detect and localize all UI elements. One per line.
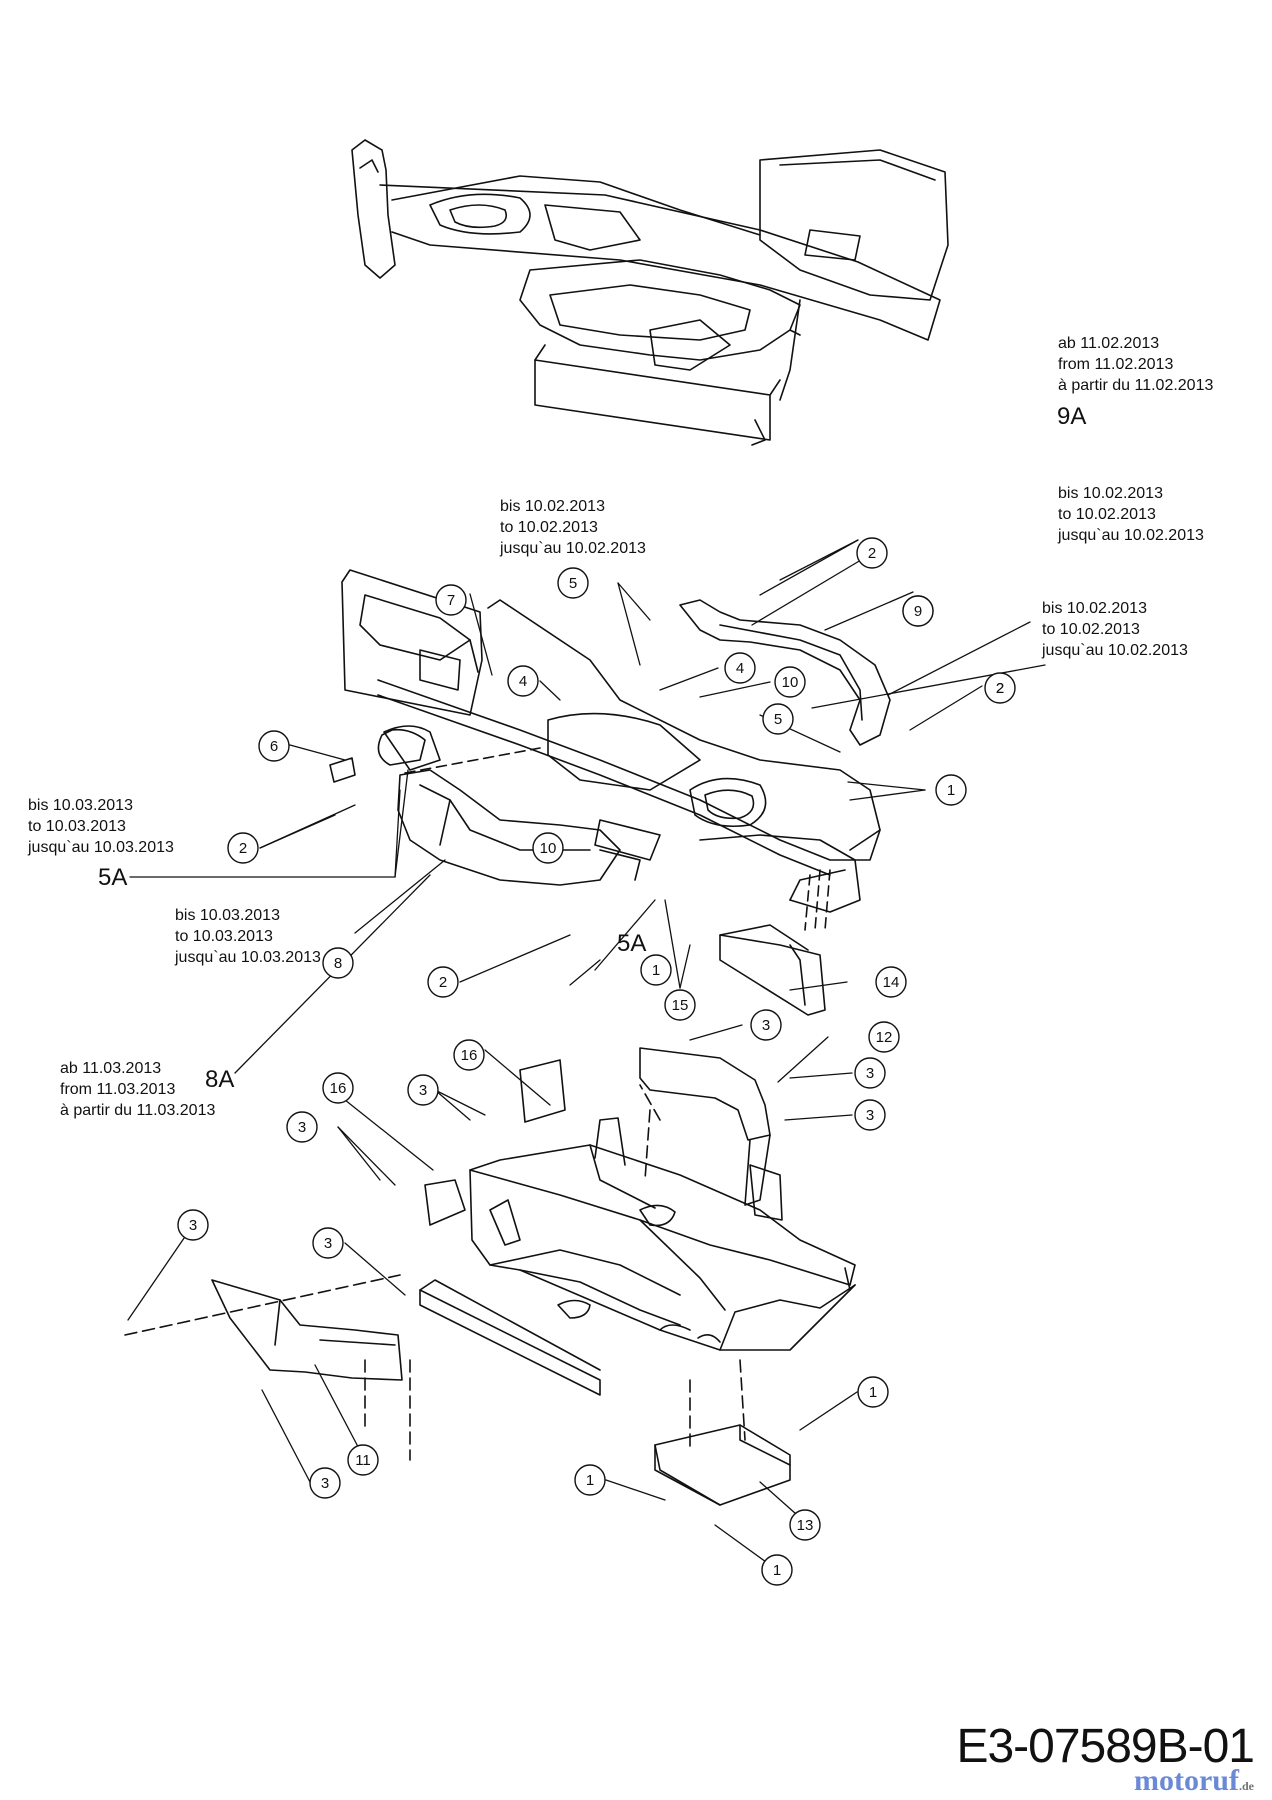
note-line: to 10.02.2013: [1042, 621, 1140, 638]
watermark-brand: motoruf: [1134, 1764, 1239, 1797]
callout-label: 2: [996, 680, 1004, 697]
note-line: jusqu`au 10.03.2013: [28, 839, 174, 856]
callout-label: 16: [461, 1047, 478, 1064]
lower-deck-assembly: [124, 1047, 856, 1506]
note-line: to 10.03.2013: [175, 928, 273, 945]
note-until-10-03-2013-left: bis 10.03.2013 to 10.03.2013 jusqu`au 10…: [28, 795, 174, 858]
callout-label: 10: [782, 674, 799, 691]
note-line: bis 10.02.2013: [500, 498, 605, 515]
note-line: ab 11.03.2013: [60, 1060, 162, 1077]
callout-label: 16: [330, 1080, 347, 1097]
callout-label: 3: [324, 1235, 332, 1252]
note-line: jusqu`au 10.02.2013: [500, 540, 646, 557]
note-from-11-02-2013: ab 11.02.2013 from 11.02.2013 à partir d…: [1058, 333, 1213, 396]
callout-label: 3: [866, 1107, 874, 1124]
callout-label: 10: [540, 840, 557, 857]
callout-label: 15: [672, 997, 689, 1014]
callout-label: 13: [797, 1517, 814, 1534]
callout-label: 1: [586, 1472, 594, 1489]
label-9a: 9A: [1057, 403, 1087, 430]
note-line: bis 10.03.2013: [28, 797, 133, 814]
note-line: to 10.02.2013: [1058, 506, 1156, 523]
note-line: jusqu`au 10.02.2013: [1058, 527, 1204, 544]
note-until-10-03-2013-center: bis 10.03.2013 to 10.03.2013 jusqu`au 10…: [175, 905, 321, 968]
callout-label: 2: [868, 545, 876, 562]
note-line: bis 10.03.2013: [175, 907, 280, 924]
callout-label: 4: [519, 673, 527, 690]
callout-label: 9: [914, 603, 922, 620]
note-line: à partir du 11.02.2013: [1058, 377, 1214, 394]
note-line: to 10.02.2013: [500, 519, 598, 536]
callout-label: 3: [866, 1065, 874, 1082]
callout-label: 7: [447, 592, 455, 609]
upper-frame-assembly: [351, 139, 949, 446]
callout-label: 5: [569, 575, 577, 592]
main-frame-assembly: [329, 569, 891, 1016]
callout-label: 1: [869, 1384, 877, 1401]
note-line: to 10.03.2013: [28, 818, 126, 835]
callout-numbers: 2 2 2 2 2 5 7 4 4 10 10 9 5 6 1 1 8 15 1…: [189, 545, 1004, 1579]
drawing-code: E3-07589B-01: [956, 1720, 1255, 1773]
callout-label: 2: [439, 974, 447, 991]
note-until-10-02-2013-lower-right: bis 10.02.2013 to 10.02.2013 jusqu`au 10…: [1042, 598, 1188, 661]
note-until-10-02-2013-center: bis 10.02.2013 to 10.02.2013 jusqu`au 10…: [500, 496, 646, 559]
callout-label: 1: [773, 1562, 781, 1579]
note-line: à partir du 11.03.2013: [60, 1102, 216, 1119]
label-5a-center: 5A: [617, 930, 647, 957]
note-until-10-02-2013-right: bis 10.02.2013 to 10.02.2013 jusqu`au 10…: [1058, 483, 1204, 546]
callout-label: 3: [298, 1119, 306, 1136]
callout-label: 3: [321, 1475, 329, 1492]
note-line: jusqu`au 10.03.2013: [175, 949, 321, 966]
callout-label: 3: [189, 1217, 197, 1234]
note-line: bis 10.02.2013: [1058, 485, 1163, 502]
leader-lines: [127, 539, 1046, 1571]
callout-label: 3: [762, 1017, 770, 1034]
watermark-suffix: .de: [1239, 1779, 1254, 1793]
label-8a: 8A: [205, 1066, 235, 1093]
callout-label: 3: [419, 1082, 427, 1099]
note-line: from 11.02.2013: [1058, 356, 1174, 373]
callout-label: 11: [355, 1452, 371, 1469]
note-line: ab 11.02.2013: [1058, 335, 1160, 352]
note-line: bis 10.02.2013: [1042, 600, 1147, 617]
callout-label: 2: [239, 840, 247, 857]
callout-label: 1: [947, 782, 955, 799]
callout-label: 1: [652, 962, 660, 979]
callout-label: 5: [774, 711, 782, 728]
callout-label: 6: [270, 738, 278, 755]
callout-circles: [177, 537, 1016, 1586]
callout-label: 4: [736, 660, 744, 677]
note-line: from 11.03.2013: [60, 1081, 176, 1098]
callout-label: 8: [334, 955, 342, 972]
callout-label: 14: [883, 974, 900, 991]
callout-label: 2: [996, 680, 1004, 697]
note-line: jusqu`au 10.02.2013: [1042, 642, 1188, 659]
label-5a-left: 5A: [98, 864, 128, 891]
watermark-logo: motoruf.de: [1134, 1764, 1254, 1798]
callout-label: 12: [876, 1029, 893, 1046]
note-from-11-03-2013: ab 11.03.2013 from 11.03.2013 à partir d…: [60, 1058, 215, 1121]
